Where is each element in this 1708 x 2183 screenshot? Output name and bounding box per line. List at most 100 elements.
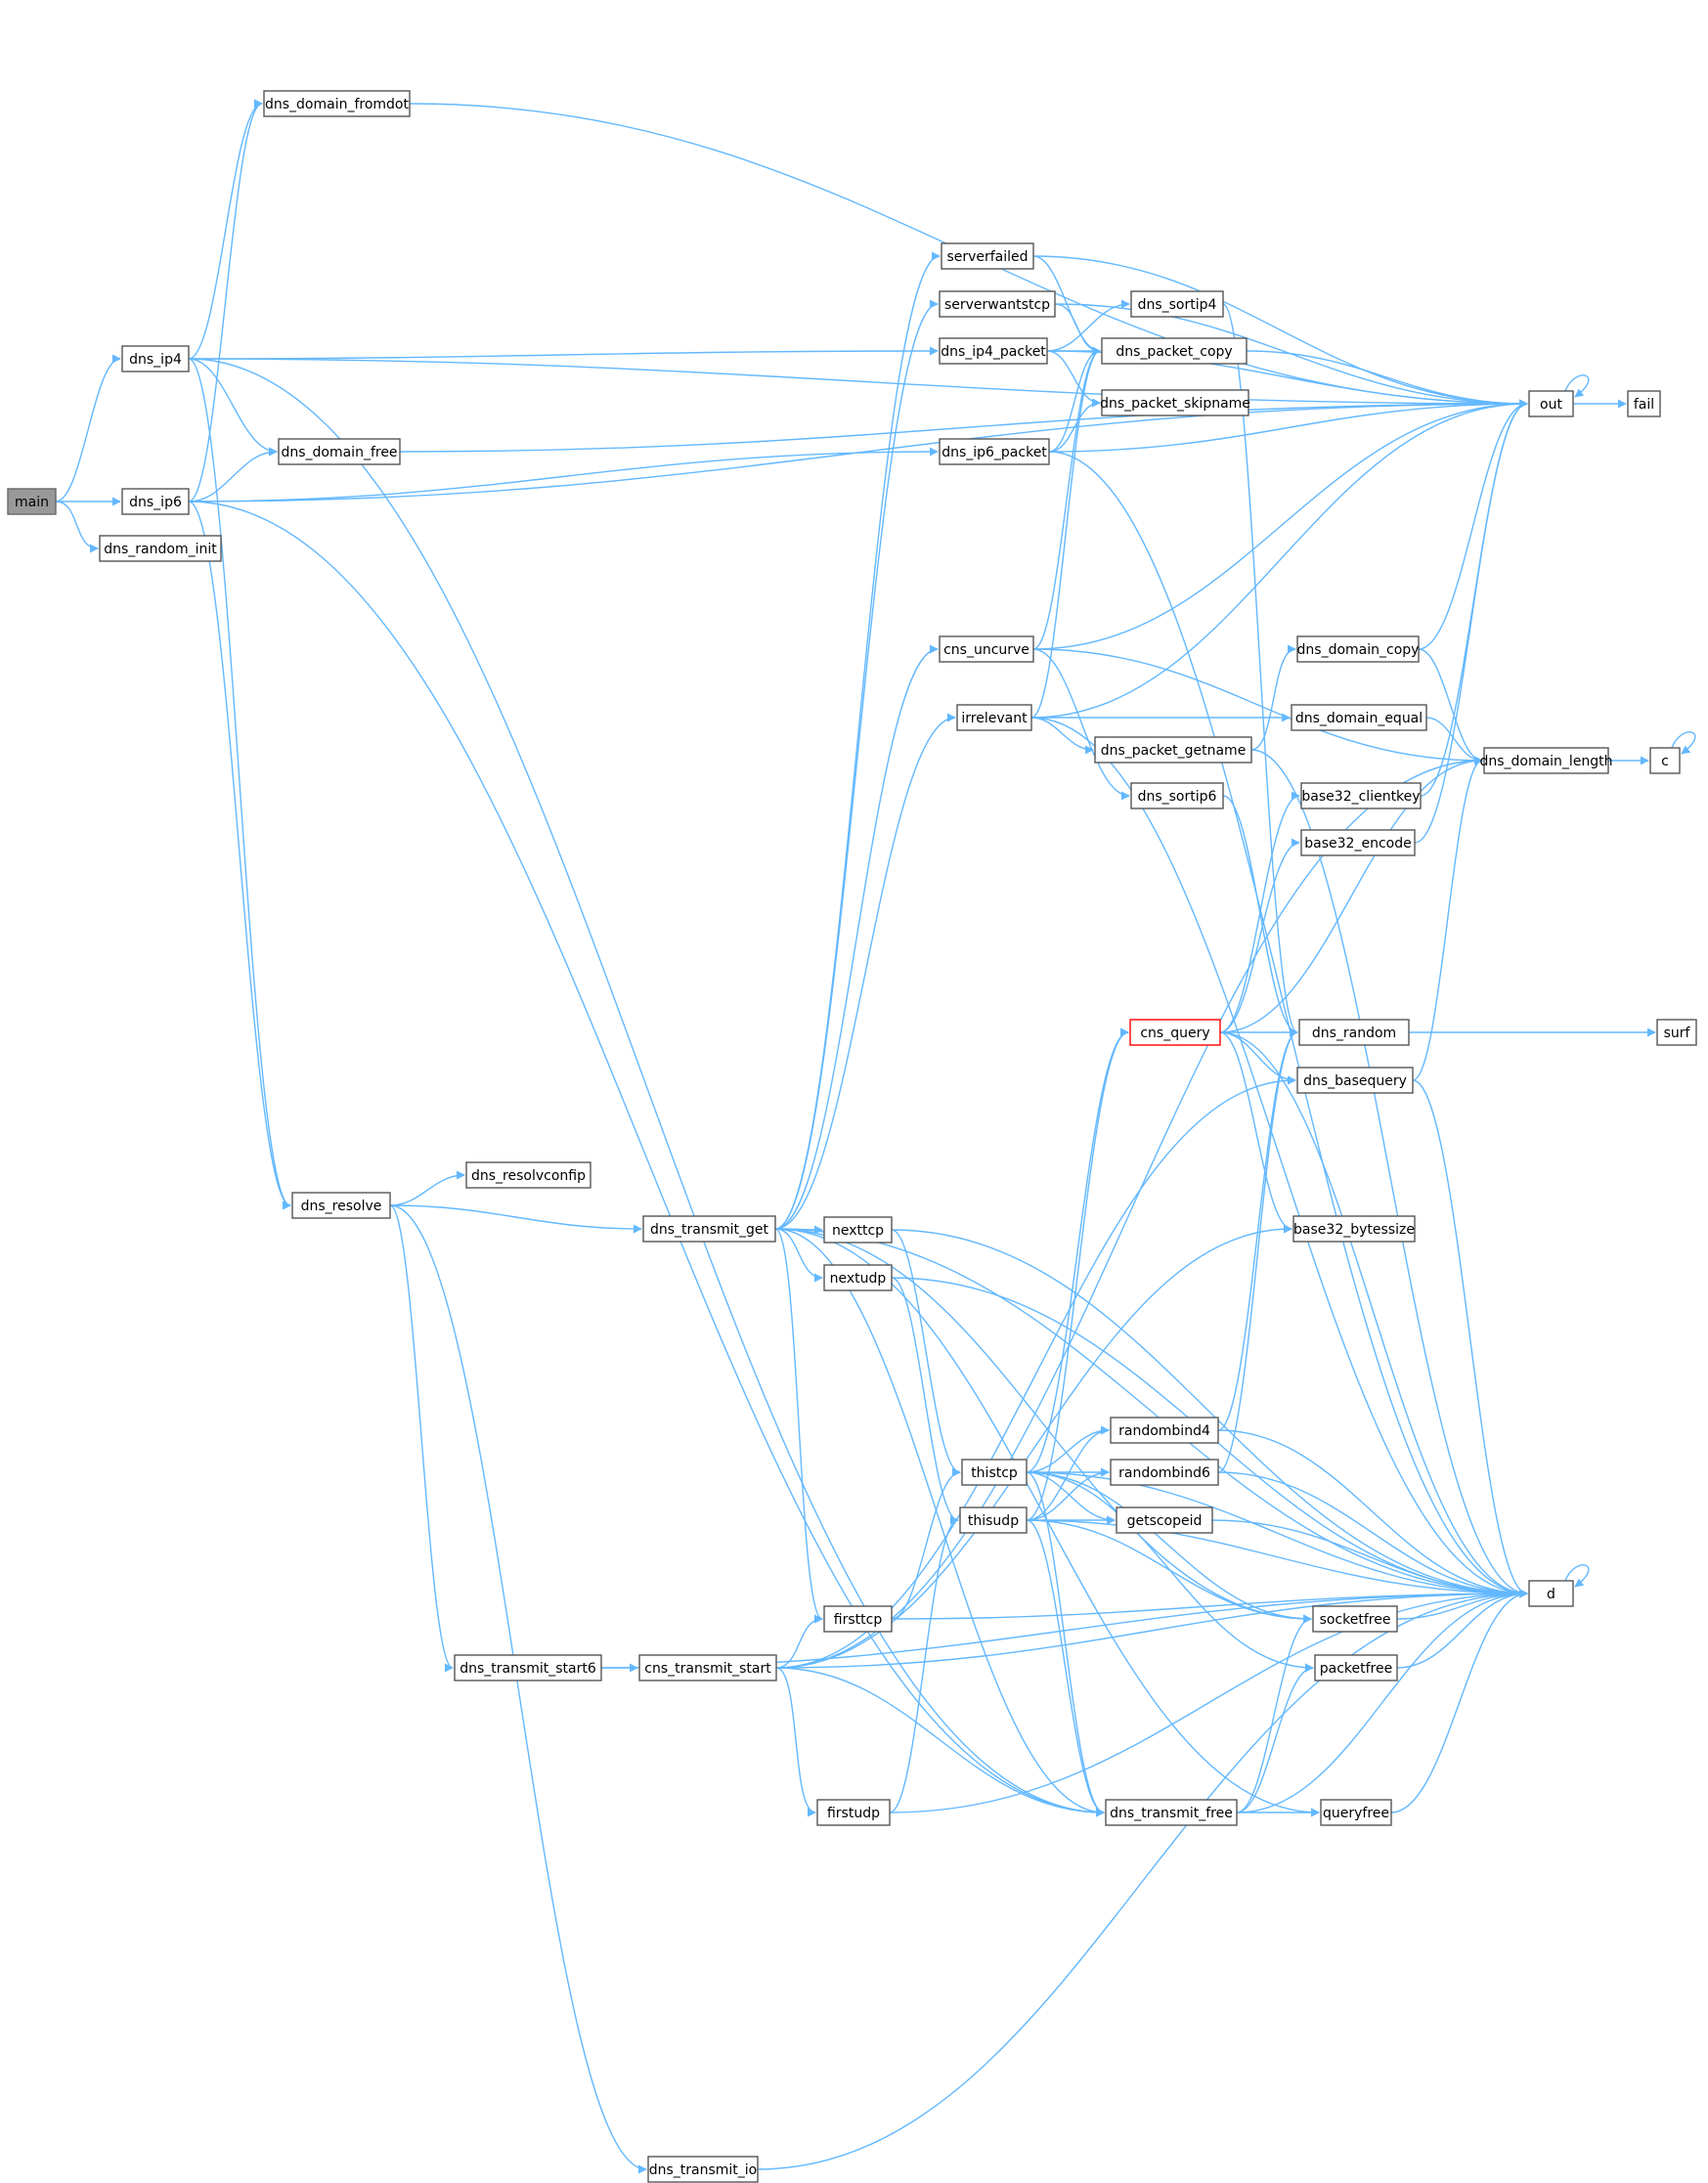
- node-dns_domain_copy[interactable]: dns_domain_copy: [1296, 635, 1420, 663]
- node-base32_bytessize[interactable]: base32_bytessize: [1292, 1215, 1416, 1243]
- node-box-cns_transmit_start[interactable]: [638, 1654, 777, 1681]
- node-box-queryfree[interactable]: [1320, 1799, 1392, 1826]
- node-dns_transmit_start6[interactable]: dns_transmit_start6: [454, 1654, 602, 1681]
- node-dns_ip4[interactable]: dns_ip4: [121, 345, 190, 372]
- node-dns_domain_equal[interactable]: dns_domain_equal: [1291, 704, 1427, 731]
- node-randombind4[interactable]: randombind4: [1110, 1417, 1219, 1444]
- node-box-base32_clientkey[interactable]: [1300, 782, 1422, 809]
- node-box-nextudp[interactable]: [823, 1264, 893, 1291]
- node-base32_encode[interactable]: base32_encode: [1300, 829, 1416, 856]
- node-serverwantstcp[interactable]: serverwantstcp: [939, 290, 1056, 318]
- node-box-thistcp[interactable]: [961, 1459, 1028, 1486]
- node-box-c[interactable]: [1649, 747, 1681, 774]
- node-queryfree[interactable]: queryfree: [1320, 1799, 1392, 1826]
- node-serverfailed[interactable]: serverfailed: [941, 242, 1034, 270]
- node-box-main[interactable]: [7, 488, 57, 515]
- node-dns_transmit_get[interactable]: dns_transmit_get: [642, 1215, 776, 1243]
- node-thisudp[interactable]: thisudp: [959, 1506, 1028, 1534]
- node-box-randombind6[interactable]: [1110, 1459, 1219, 1486]
- node-box-dns_random_init[interactable]: [99, 535, 222, 562]
- node-dns_ip4_packet[interactable]: dns_ip4_packet: [939, 337, 1048, 365]
- node-box-base32_encode[interactable]: [1300, 829, 1416, 856]
- node-box-thisudp[interactable]: [959, 1506, 1028, 1534]
- node-box-dns_packet_skipname[interactable]: [1101, 389, 1249, 416]
- node-box-dns_domain_free[interactable]: [278, 438, 401, 465]
- node-out[interactable]: out: [1528, 390, 1574, 417]
- node-dns_resolvconfip[interactable]: dns_resolvconfip: [465, 1161, 591, 1189]
- node-c[interactable]: c: [1649, 747, 1681, 774]
- node-box-dns_ip4_packet[interactable]: [939, 337, 1048, 365]
- node-box-dns_transmit_free[interactable]: [1105, 1799, 1238, 1826]
- node-fail[interactable]: fail: [1627, 390, 1661, 417]
- node-dns_basequery[interactable]: dns_basequery: [1296, 1067, 1414, 1094]
- node-main[interactable]: main: [7, 488, 57, 515]
- node-cns_query[interactable]: cns_query: [1129, 1019, 1221, 1046]
- node-dns_random[interactable]: dns_random: [1298, 1019, 1410, 1046]
- node-box-dns_transmit_get[interactable]: [642, 1215, 776, 1243]
- node-box-dns_ip4[interactable]: [121, 345, 190, 372]
- node-firsttcp[interactable]: firsttcp: [823, 1605, 893, 1633]
- node-box-packetfree[interactable]: [1314, 1654, 1398, 1681]
- node-box-dns_basequery[interactable]: [1296, 1067, 1414, 1094]
- node-box-dns_ip6[interactable]: [121, 488, 190, 515]
- node-box-dns_sortip6[interactable]: [1130, 782, 1224, 809]
- node-thistcp[interactable]: thistcp: [961, 1459, 1028, 1486]
- node-box-firstudp[interactable]: [816, 1799, 891, 1826]
- node-firstudp[interactable]: firstudp: [816, 1799, 891, 1826]
- node-box-base32_bytessize[interactable]: [1292, 1215, 1416, 1243]
- node-box-cns_query[interactable]: [1129, 1019, 1221, 1046]
- node-dns_ip6_packet[interactable]: dns_ip6_packet: [939, 438, 1050, 465]
- node-box-serverfailed[interactable]: [941, 242, 1034, 270]
- node-dns_domain_free[interactable]: dns_domain_free: [278, 438, 401, 465]
- node-box-dns_domain_length[interactable]: [1483, 747, 1609, 774]
- node-dns_resolve[interactable]: dns_resolve: [291, 1192, 391, 1219]
- node-dns_transmit_free[interactable]: dns_transmit_free: [1105, 1799, 1238, 1826]
- node-dns_packet_skipname[interactable]: dns_packet_skipname: [1100, 389, 1250, 416]
- node-box-fail[interactable]: [1627, 390, 1661, 417]
- node-box-dns_sortip4[interactable]: [1130, 290, 1224, 318]
- node-cns_uncurve[interactable]: cns_uncurve: [939, 635, 1034, 663]
- node-box-dns_transmit_io[interactable]: [647, 2156, 759, 2183]
- node-box-dns_domain_copy[interactable]: [1296, 635, 1420, 663]
- node-dns_packet_getname[interactable]: dns_packet_getname: [1094, 736, 1252, 764]
- node-dns_packet_copy[interactable]: dns_packet_copy: [1101, 337, 1248, 365]
- node-dns_sortip6[interactable]: dns_sortip6: [1130, 782, 1224, 809]
- node-box-dns_random[interactable]: [1298, 1019, 1410, 1046]
- node-box-socketfree[interactable]: [1312, 1605, 1398, 1633]
- node-box-irrelevant[interactable]: [956, 704, 1032, 731]
- node-surf[interactable]: surf: [1656, 1019, 1697, 1046]
- node-nextudp[interactable]: nextudp: [823, 1264, 893, 1291]
- node-packetfree[interactable]: packetfree: [1314, 1654, 1398, 1681]
- node-dns_domain_fromdot[interactable]: dns_domain_fromdot: [263, 90, 411, 117]
- node-dns_domain_length[interactable]: dns_domain_length: [1479, 747, 1613, 774]
- node-box-nexttcp[interactable]: [823, 1216, 893, 1244]
- node-box-dns_packet_getname[interactable]: [1094, 736, 1252, 764]
- node-socketfree[interactable]: socketfree: [1312, 1605, 1398, 1633]
- node-box-dns_resolvconfip[interactable]: [465, 1161, 591, 1189]
- node-dns_random_init[interactable]: dns_random_init: [99, 535, 222, 562]
- node-irrelevant[interactable]: irrelevant: [956, 704, 1032, 731]
- node-randombind6[interactable]: randombind6: [1110, 1459, 1219, 1486]
- node-box-surf[interactable]: [1656, 1019, 1697, 1046]
- node-box-dns_transmit_start6[interactable]: [454, 1654, 602, 1681]
- node-box-dns_domain_equal[interactable]: [1291, 704, 1427, 731]
- node-box-serverwantstcp[interactable]: [939, 290, 1056, 318]
- node-box-firsttcp[interactable]: [823, 1605, 893, 1633]
- node-nexttcp[interactable]: nexttcp: [823, 1216, 893, 1244]
- node-box-dns_packet_copy[interactable]: [1101, 337, 1248, 365]
- node-cns_transmit_start[interactable]: cns_transmit_start: [638, 1654, 777, 1681]
- node-box-dns_domain_fromdot[interactable]: [263, 90, 411, 117]
- node-box-randombind4[interactable]: [1110, 1417, 1219, 1444]
- node-box-d[interactable]: [1528, 1580, 1574, 1607]
- node-box-cns_uncurve[interactable]: [939, 635, 1034, 663]
- node-dns_sortip4[interactable]: dns_sortip4: [1130, 290, 1224, 318]
- node-dns_ip6[interactable]: dns_ip6: [121, 488, 190, 515]
- node-box-out[interactable]: [1528, 390, 1574, 417]
- node-getscopeid[interactable]: getscopeid: [1116, 1506, 1213, 1534]
- node-d[interactable]: d: [1528, 1580, 1574, 1607]
- node-dns_transmit_io[interactable]: dns_transmit_io: [647, 2156, 759, 2183]
- node-box-dns_resolve[interactable]: [291, 1192, 391, 1219]
- node-base32_clientkey[interactable]: base32_clientkey: [1300, 782, 1422, 809]
- node-box-dns_ip6_packet[interactable]: [939, 438, 1050, 465]
- node-box-getscopeid[interactable]: [1116, 1506, 1213, 1534]
